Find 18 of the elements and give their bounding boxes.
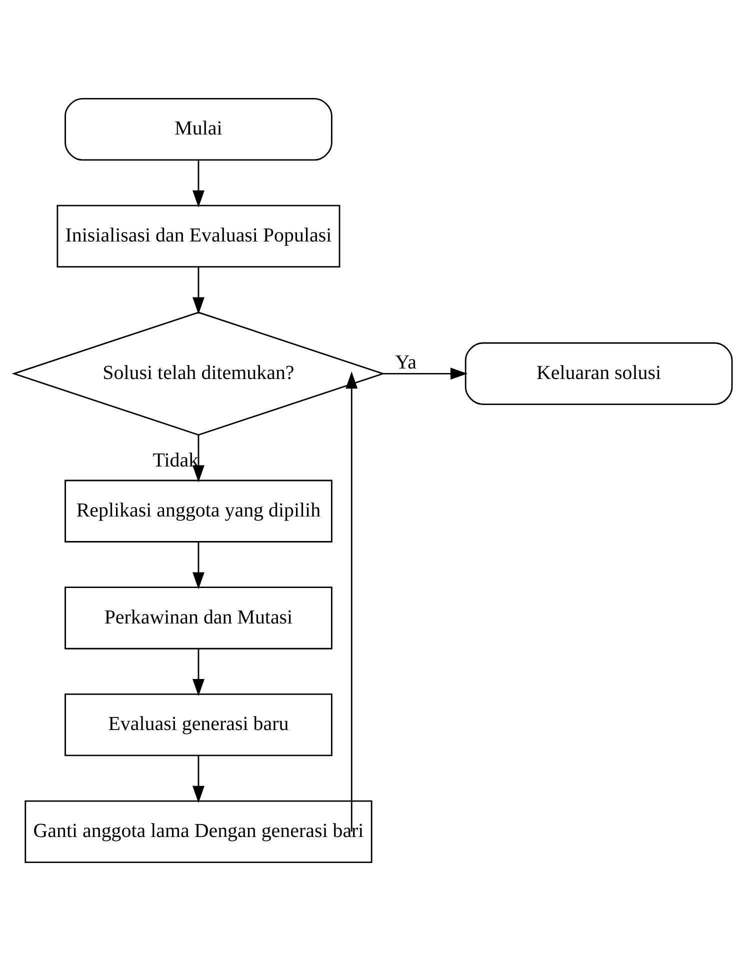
arrow xyxy=(192,542,204,589)
arrow xyxy=(346,371,358,832)
node-box: Inisialisasi dan Evaluasi Populasi xyxy=(56,204,340,268)
edge-label: Ya xyxy=(395,350,417,373)
arrow xyxy=(192,434,204,482)
node-box: Mulai xyxy=(64,97,332,160)
arrow xyxy=(383,367,468,380)
arrow xyxy=(192,266,204,314)
node-box: Evaluasi generasi baru xyxy=(64,692,332,756)
node-diamond: Solusi telah ditemukan? xyxy=(12,311,386,436)
arrow xyxy=(192,160,204,207)
node-box: Ganti anggota lama Dengan generasi bari xyxy=(24,800,372,863)
node-box: Keluaran solusi xyxy=(464,342,733,404)
node-box: Replikasi anggota yang dipilih xyxy=(64,479,332,542)
edge-label: Tidak xyxy=(152,448,199,471)
node-box: Perkawinan dan Mutasi xyxy=(64,586,332,649)
arrow xyxy=(192,755,204,802)
arrow xyxy=(192,648,204,696)
